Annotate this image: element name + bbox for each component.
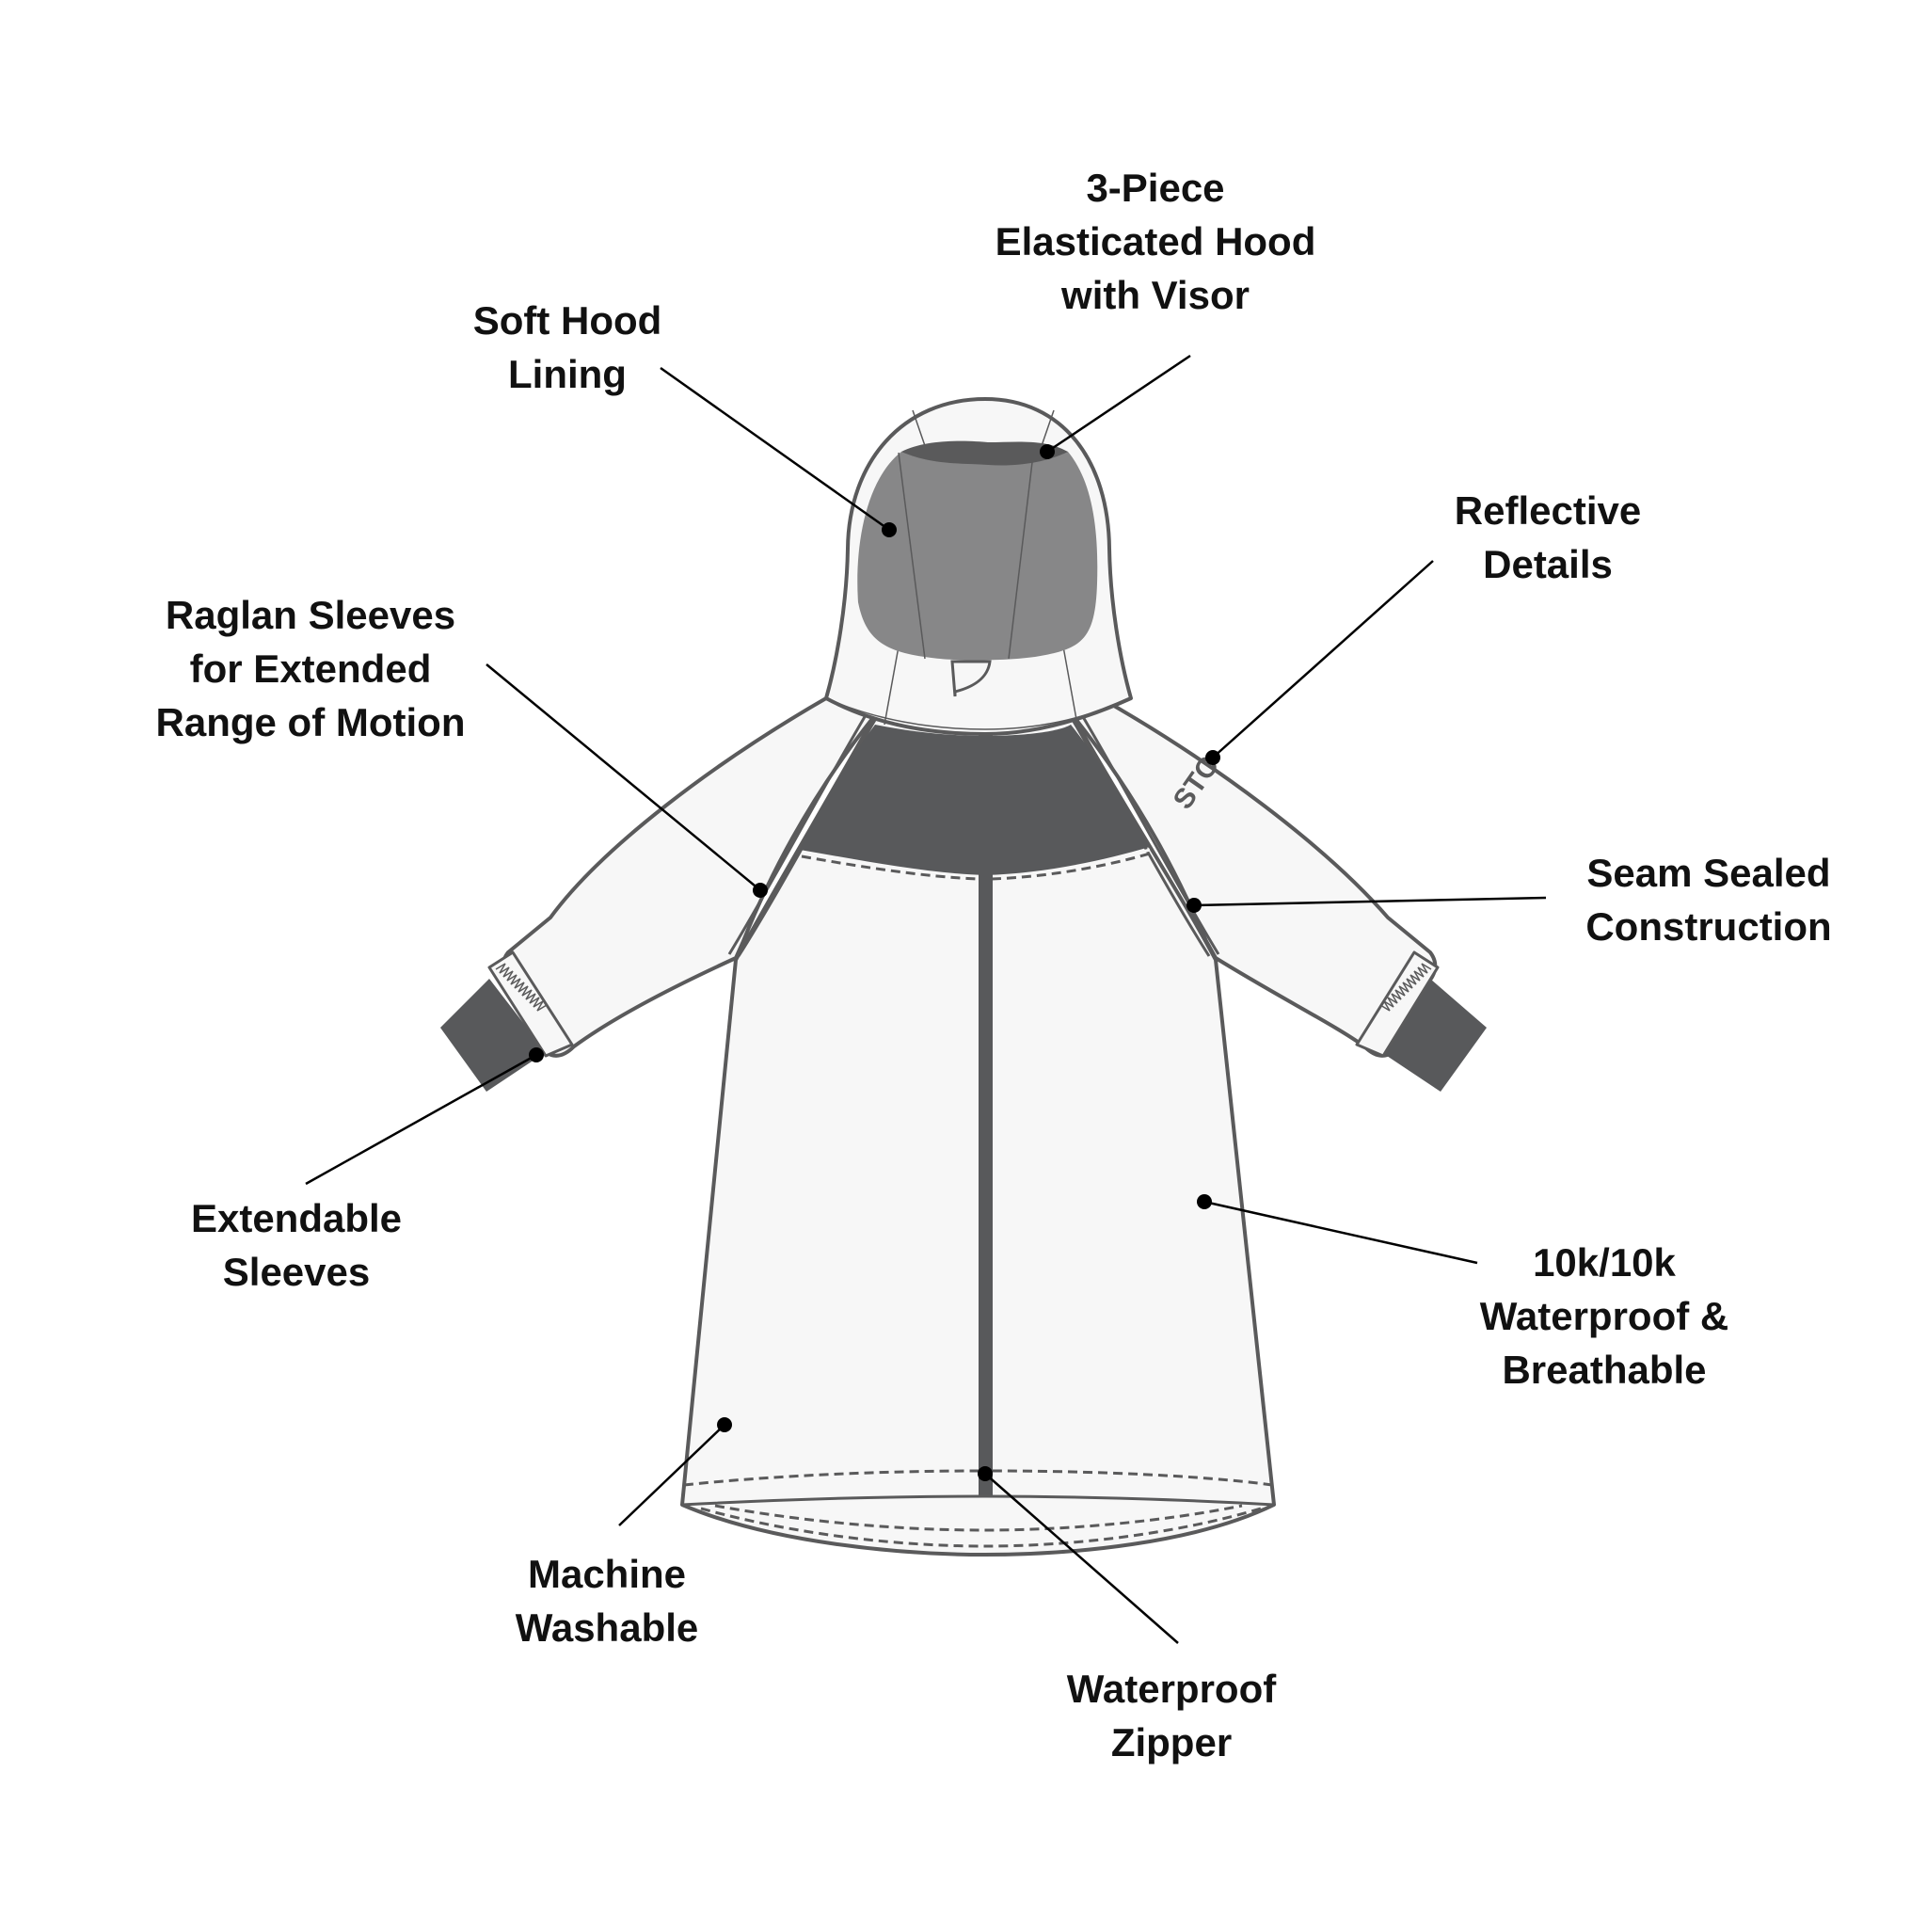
label-waterproof-zipper: Waterproof Zipper <box>1067 1662 1276 1769</box>
label-waterproof-breathable: 10k/10k Waterproof & Breathable <box>1480 1236 1728 1397</box>
right-sleeve: STO <box>1071 696 1487 1092</box>
coat-body <box>680 687 1276 1557</box>
label-line: Seam Sealed <box>1586 851 1831 895</box>
hood-lining <box>857 446 1098 661</box>
callout-leaders <box>305 354 1547 1644</box>
label-line: Construction <box>1585 904 1832 949</box>
label-line: Raglan Sleeves <box>165 593 456 637</box>
label-line: for Extended <box>189 647 432 691</box>
label-line: Washable <box>515 1605 699 1650</box>
label-line: Reflective <box>1454 488 1642 533</box>
dot-raglan-sleeves <box>753 883 768 898</box>
label-soft-hood-lining: Soft Hood Lining <box>473 294 662 401</box>
dot-waterproof-zipper <box>978 1466 993 1481</box>
label-seam-sealed: Seam Sealed Construction <box>1585 846 1831 953</box>
label-line: Range of Motion <box>155 700 466 744</box>
label-line: Lining <box>508 352 627 396</box>
dot-seam-sealed <box>1186 898 1202 913</box>
label-line: Sleeves <box>222 1250 371 1294</box>
label-line: Breathable <box>1502 1348 1707 1392</box>
label-line: Machine <box>527 1552 687 1596</box>
label-line: with Visor <box>1061 273 1250 317</box>
label-reflective-details: Reflective Details <box>1455 484 1641 591</box>
hood-visor <box>901 440 1068 466</box>
hood <box>824 397 1133 736</box>
zipper-tape <box>979 687 993 1496</box>
right-elastic-cuff <box>1355 950 1440 1058</box>
label-line: Waterproof <box>1066 1667 1277 1711</box>
label-extendable-sleeves: Extendable Sleeves <box>191 1191 402 1299</box>
label-line: Waterproof & <box>1479 1294 1729 1338</box>
label-line: 10k/10k <box>1533 1240 1676 1285</box>
label-line: Elasticated Hood <box>995 219 1316 263</box>
label-line: Extendable <box>190 1196 403 1240</box>
label-line: Details <box>1483 542 1613 586</box>
left-elastic-cuff <box>487 950 574 1058</box>
right-cuff-extension <box>1381 979 1487 1092</box>
label-line: Soft Hood <box>472 298 662 343</box>
label-machine-washable: Machine Washable <box>516 1547 699 1654</box>
label-raglan-sleeves: Raglan Sleeves for Extended Range of Mot… <box>156 588 466 749</box>
dot-soft-hood-lining <box>882 522 897 537</box>
dot-machine-washable <box>717 1417 732 1432</box>
label-line: 3-Piece <box>1086 166 1225 210</box>
dot-reflective-details <box>1205 750 1220 765</box>
chin-guard <box>950 660 992 697</box>
dot-waterproof-breathable <box>1197 1194 1212 1209</box>
label-line: Zipper <box>1110 1720 1233 1764</box>
dot-elasticated-hood <box>1040 444 1055 459</box>
yoke-panel <box>800 725 1150 875</box>
dot-extendable-sleeves <box>529 1047 544 1062</box>
label-elasticated-hood: 3-Piece Elasticated Hood with Visor <box>995 161 1316 322</box>
callout-dots <box>529 444 1220 1481</box>
